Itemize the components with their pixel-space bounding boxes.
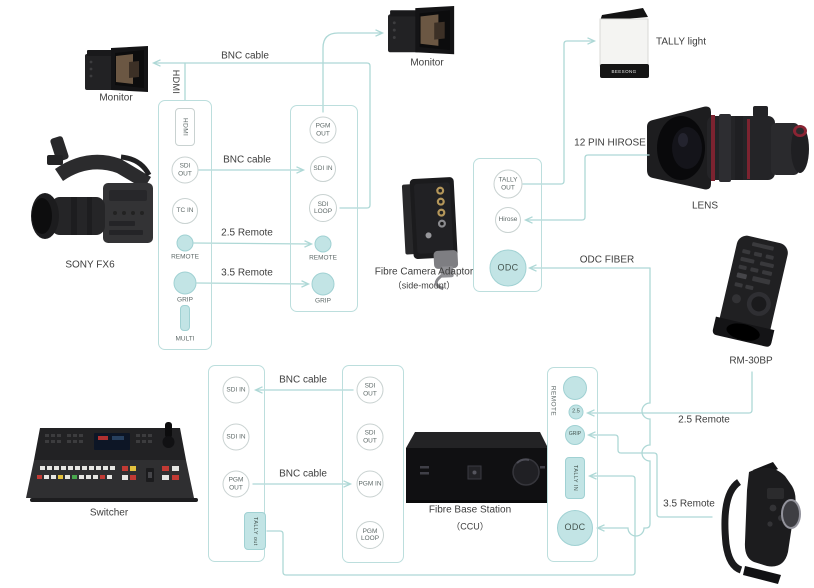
- fibre-adaptor-image: [401, 177, 459, 291]
- port-switcher-pgm-out: PGM OUT: [222, 470, 250, 498]
- monitor-image: [85, 46, 148, 92]
- port-camera-grip-label: GRIP: [177, 296, 193, 304]
- monitor-image: [388, 6, 455, 55]
- tally-light-image: BEESONG: [599, 8, 649, 78]
- port-base-pgm-loop: PGM LOOP: [356, 521, 384, 549]
- base-station-sublabel: （CCU）: [451, 521, 489, 532]
- port-adaptor-remote: [314, 235, 332, 253]
- cable-remote35-camera-label: 3.5 Remote: [221, 267, 273, 279]
- wire-remote25-base: [585, 371, 753, 417]
- port-base-25jack: 2.5: [568, 404, 584, 420]
- wire-tally-light: [522, 37, 597, 185]
- cable-bnc-switcher-out-label: BNC cable: [279, 468, 327, 480]
- wire-hirose: [523, 154, 650, 224]
- lens-label: LENS: [691, 200, 719, 212]
- tally-light-brand: BEESONG: [611, 69, 636, 74]
- adaptor-side-port-box: [473, 158, 542, 292]
- port-adaptor-grip: [311, 272, 335, 296]
- port-base-sdi-out-1: SDI OUT: [356, 376, 384, 404]
- port-switcher-sdi-in-1: SDI IN: [222, 376, 250, 404]
- cable-bnc-switcher-in-label: BNC cable: [279, 374, 327, 386]
- cable-remote35-base-label: 3.5 Remote: [663, 498, 715, 510]
- cable-remote25-camera-label: 2.5 Remote: [221, 227, 273, 239]
- port-switcher-sdi-in-2: SDI IN: [222, 423, 250, 451]
- wire-bnc-monitor1: [151, 59, 371, 209]
- fibre-adaptor-sublabel: （side-mount）: [392, 280, 456, 291]
- port-camera-multi-label: MULTI: [175, 335, 195, 343]
- port-adaptor-tally-out: TALLY OUT: [493, 169, 523, 199]
- port-camera-remote: [176, 234, 194, 252]
- rm30bp-label: RM-30BP: [729, 355, 773, 367]
- wire-tally-return: [266, 472, 636, 576]
- monitor1-label: Monitor: [99, 92, 133, 104]
- handgrip-image: [721, 462, 801, 584]
- cable-bnc-monitor-label: BNC cable: [221, 50, 269, 62]
- port-adaptor-pgm-out: PGM OUT: [309, 116, 337, 144]
- port-switcher-tally-out: TALLY out: [244, 512, 266, 550]
- fx6-camera-image: [31, 136, 153, 243]
- adaptor-main-port-box: [290, 105, 358, 312]
- tally-light-label: TALLY light: [655, 36, 707, 48]
- switcher-image: [26, 422, 198, 502]
- port-camera-remote-label: REMOTE: [171, 253, 199, 261]
- switcher-label: Switcher: [89, 507, 129, 519]
- base-left-port-box: [342, 365, 404, 563]
- port-camera-sdi-out: SDI OUT: [171, 156, 199, 184]
- wire-pgm-monitor2: [322, 29, 385, 113]
- camera-port-box: [158, 100, 212, 350]
- port-base-tally-in: TALLY IN: [565, 457, 585, 499]
- monitor2-label: Monitor: [410, 57, 444, 69]
- cable-odc-fiber-label: ODC FIBER: [579, 254, 635, 266]
- base-station-label: Fibre Base Station: [428, 504, 512, 516]
- camera-label: SONY FX6: [65, 259, 115, 271]
- port-base-remote-label: REMOTE: [549, 385, 557, 417]
- fibre-adaptor-label: Fibre Camera Adaptor: [374, 266, 474, 278]
- port-camera-multi: [180, 305, 190, 331]
- wire-remote25-camera: [193, 240, 314, 248]
- wire-remote35-base: [586, 431, 713, 518]
- wire-remote35-camera: [196, 280, 311, 288]
- port-camera-grip: [173, 271, 197, 295]
- wire-odc-fiber-run: [595, 267, 651, 537]
- cable-remote25-base-label: 2.5 Remote: [678, 414, 730, 426]
- port-camera-tc-in: TC IN: [172, 198, 198, 224]
- port-base-pgm-in: PGM IN: [356, 470, 384, 498]
- port-adaptor-remote-label: REMOTE: [309, 254, 337, 262]
- port-adaptor-hirose: Hirose: [495, 207, 521, 233]
- port-base-remote: [563, 376, 587, 400]
- port-adaptor-sdi-loop: SDI LOOP: [309, 194, 337, 222]
- rm30bp-image: [712, 235, 788, 347]
- lens-image: [647, 106, 809, 190]
- port-adaptor-odc: ODC: [489, 249, 527, 287]
- port-base-odc: ODC: [557, 510, 593, 546]
- port-adaptor-grip-label: GRIP: [315, 297, 331, 305]
- switcher-port-box: [208, 365, 265, 562]
- port-adaptor-sdi-in: SDI IN: [310, 156, 336, 182]
- port-base-sdi-out-2: SDI OUT: [356, 423, 384, 451]
- cable-bnc-camera-label: BNC cable: [223, 154, 271, 166]
- base-right-port-box: [547, 367, 598, 562]
- port-camera-hdmi: HDMI: [175, 108, 195, 146]
- cable-hdmi-label: HDMI: [171, 69, 181, 95]
- base-station-image: [406, 432, 548, 503]
- port-base-grip: GRIP: [565, 425, 585, 445]
- cable-hirose-label: 12 PIN HIROSE: [574, 137, 646, 149]
